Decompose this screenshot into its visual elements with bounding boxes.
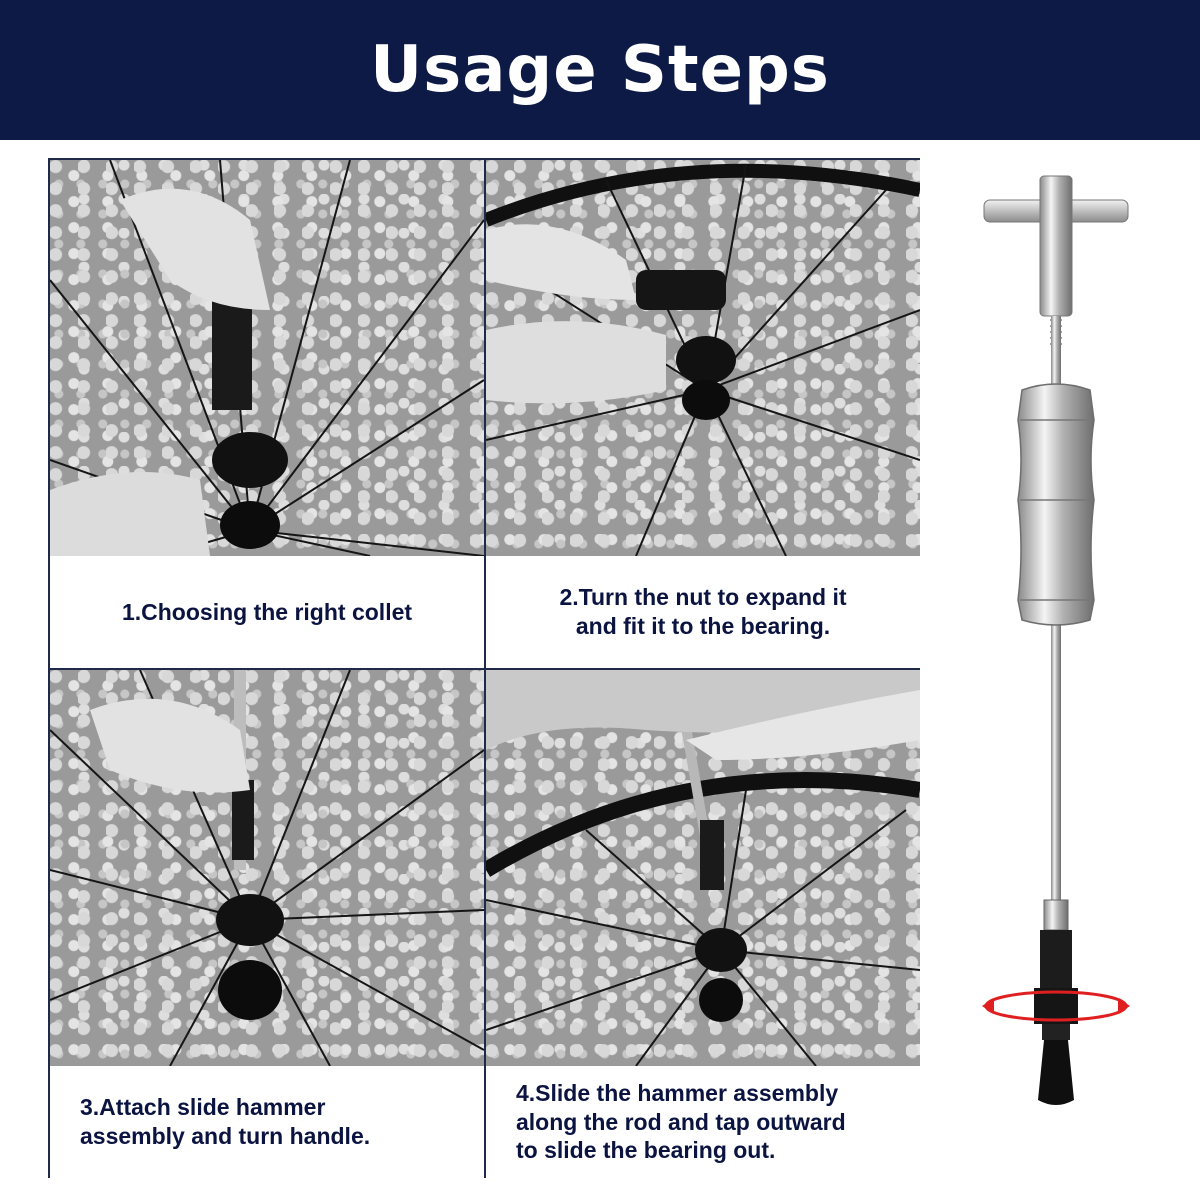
steps-grid: 1.Choosing the right collet 2.Turn [48,158,920,1178]
step-3-caption: 3.Attach slide hammer assembly and turn … [80,1094,371,1149]
step-2-caption: 2.Turn the nut to expand it and fit it t… [559,584,847,639]
step-2-panel: 2.Turn the nut to expand it and fit it t… [486,160,920,668]
step-4-photo [486,670,920,1066]
header-banner: Usage Steps [0,0,1200,140]
step-1-photo [50,160,484,556]
page-title: Usage Steps [370,33,830,107]
step-4-panel: 4.Slide the hammer assembly along the ro… [486,670,920,1178]
slide-hammer-tool-image [960,170,1160,1180]
step-1-caption: 1.Choosing the right collet [121,598,413,625]
step-3-photo [50,670,484,1066]
step-1-panel: 1.Choosing the right collet [50,160,484,668]
step-3-panel: 3.Attach slide hammer assembly and turn … [50,670,484,1178]
step-2-photo [486,160,920,556]
step-4-caption: 4.Slide the hammer assembly along the ro… [516,1079,846,1164]
